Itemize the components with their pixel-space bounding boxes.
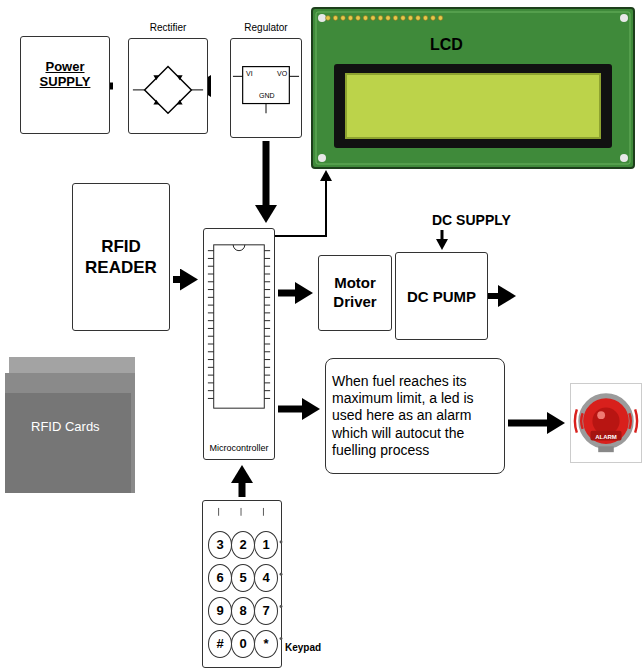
node-label: Microcontroller	[204, 443, 274, 453]
key-label: *	[254, 630, 278, 658]
key-label: #	[208, 630, 232, 658]
node-label: Motor Driver	[319, 274, 391, 312]
rfid-cards: RFID Cards	[5, 357, 135, 495]
pin-label: GND	[259, 92, 275, 99]
node-label: Rectifier	[129, 22, 207, 33]
alarm-bell: ALARM	[570, 383, 642, 463]
pin-label: VI	[246, 70, 253, 77]
node-label: RFID Cards	[31, 419, 100, 434]
key-label: 5	[231, 564, 255, 592]
key-label: 4	[254, 564, 278, 592]
node-label: Power SUPPLY	[21, 59, 109, 89]
flow-arrow	[239, 481, 246, 497]
microcontroller-box: Microcontroller	[203, 228, 275, 460]
output-arrow	[488, 293, 500, 299]
rfid-reader-box: RFID READER	[72, 183, 170, 331]
rectifier-box: Rectifier	[128, 38, 208, 134]
node-label: DC PUMP	[407, 288, 476, 305]
alarm-bell-art	[571, 384, 641, 462]
signal-label: DC SUPPLY	[432, 212, 511, 228]
key-label: 8	[231, 597, 255, 625]
regulator-box-art	[231, 39, 301, 137]
rectifier-box-art	[129, 39, 207, 133]
node-label: Keypad	[285, 642, 321, 653]
flow-arrow	[209, 83, 211, 90]
key-label: 9	[208, 597, 232, 625]
pin-label: VO	[277, 70, 287, 77]
power-supply-box: Power SUPPLY	[20, 36, 110, 134]
flow-arrow	[275, 179, 326, 236]
flow-arrow	[173, 276, 182, 283]
key-label: 6	[208, 564, 232, 592]
key-label: 1	[254, 531, 278, 559]
node-label: Regulator	[231, 22, 301, 33]
flow-arrow	[508, 420, 549, 427]
node-label: ALARM	[571, 434, 641, 440]
flow-arrow	[278, 290, 297, 297]
key-label: 7	[254, 597, 278, 625]
lcd-module-art	[312, 8, 634, 168]
key-label: 3	[208, 531, 232, 559]
key-label: 2	[231, 531, 255, 559]
keypad-box: Keypad321654987#0*	[202, 500, 282, 668]
regulator-box: RegulatorVIVOGND	[230, 38, 302, 138]
supply-arrow	[441, 230, 444, 241]
flow-arrow	[263, 141, 270, 207]
dc-pump-box: DC PUMP	[395, 252, 488, 340]
key-label: 0	[231, 630, 255, 658]
lcd-module: LCD	[312, 8, 634, 168]
motor-driver-box: Motor Driver	[318, 255, 392, 331]
microcontroller-box-art	[204, 229, 274, 459]
flow-arrow	[278, 406, 304, 413]
node-label: RFID READER	[73, 236, 169, 279]
alarm-note-box: When fuel reaches its maximum limit, a l…	[325, 358, 505, 474]
node-label: LCD	[430, 36, 463, 54]
node-label: When fuel reaches its maximum limit, a l…	[332, 373, 498, 458]
